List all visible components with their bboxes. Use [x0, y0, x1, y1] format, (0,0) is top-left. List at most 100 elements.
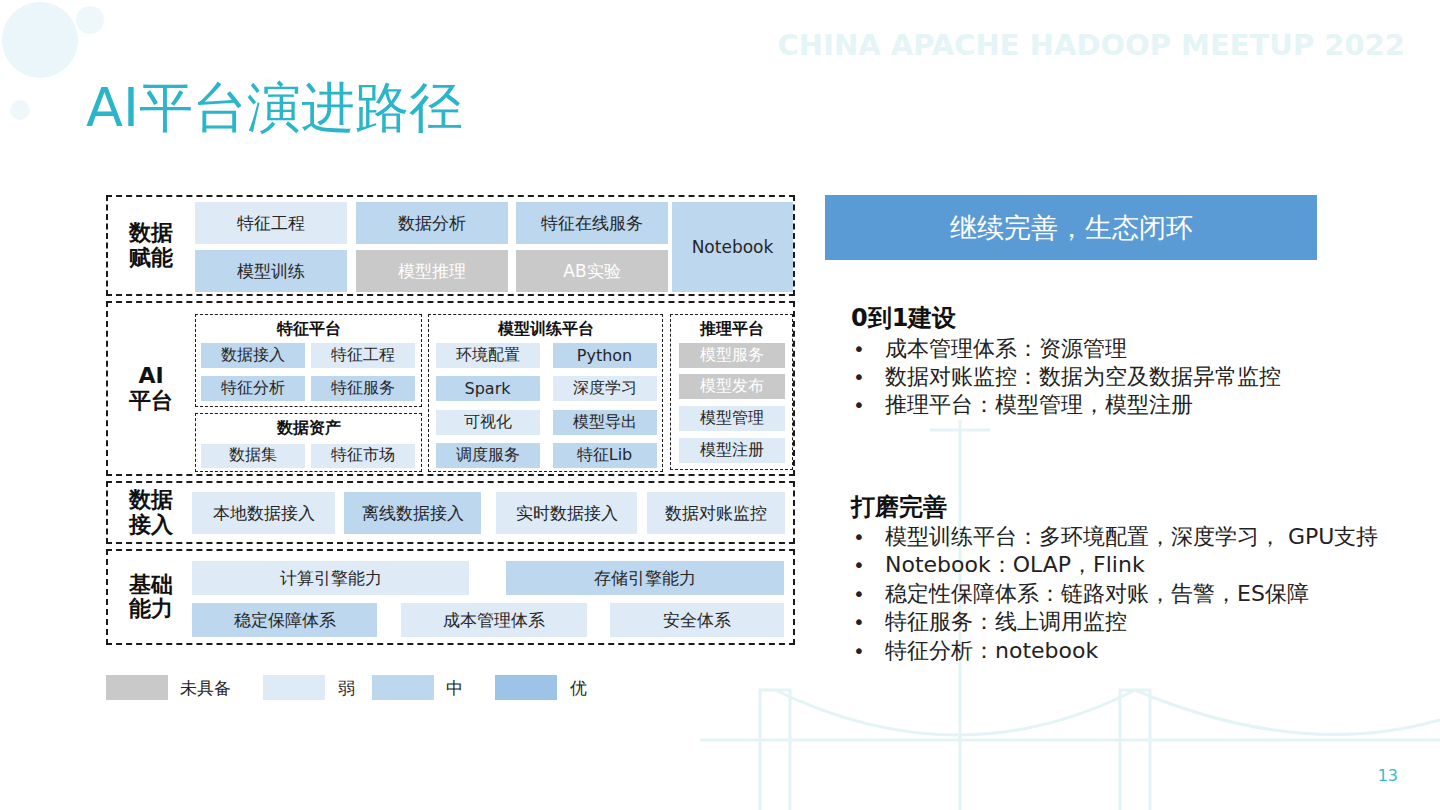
capability-box: 模型注册: [679, 438, 785, 463]
note-text: 成本管理体系：资源管理: [885, 334, 1127, 364]
bullet: •: [853, 393, 865, 417]
capability-box: 安全体系: [610, 603, 784, 637]
platform-group: 特征平台数据接入 特征工程特征分析 特征服务: [195, 314, 422, 407]
capability-box: 存储引擎能力: [506, 561, 784, 595]
box-label: 模型管理: [700, 408, 764, 429]
box-label: 环境配置: [456, 345, 520, 366]
capability-box: Python: [553, 343, 657, 368]
capability-box: 模型发布: [679, 374, 785, 399]
capability-box: 数据集: [201, 444, 305, 468]
note-text: 特征服务：线上调用监控: [885, 607, 1127, 637]
platform-group: 推理平台模型服务模型发布模型管理模型注册: [670, 314, 793, 470]
legend-text: 弱: [338, 677, 355, 700]
capability-box: 特征市场: [311, 444, 415, 468]
box-label: 深度学习: [573, 378, 637, 399]
group-title: 模型训练平台: [429, 319, 662, 340]
box-label: 计算引擎能力: [280, 567, 382, 590]
capability-box: 特征工程: [311, 343, 415, 368]
slide-title: AI平台演进路径: [86, 72, 463, 145]
header-box: 继续完善，生态闭环: [825, 195, 1317, 260]
box-label: 调度服务: [456, 445, 520, 466]
capability-box: 特征Lib: [553, 443, 657, 468]
box-label: 特征分析: [221, 378, 285, 399]
bullet: •: [853, 582, 865, 606]
capability-box: 特征分析: [201, 376, 305, 401]
capability-box: 模型管理: [679, 406, 785, 431]
capability-box: 数据接入: [201, 343, 305, 368]
box-label: 模型服务: [700, 345, 764, 366]
box-label: 特征工程: [237, 212, 305, 235]
watermark: CHINA APACHE HADOOP MEETUP 2022: [778, 28, 1405, 62]
box-label: Python: [577, 346, 632, 365]
box-label: 离线数据接入: [362, 502, 464, 525]
bullet: •: [853, 553, 865, 577]
capability-box: AB实验: [516, 250, 668, 292]
capability-box: 本地数据接入: [192, 492, 335, 534]
layer-label-area: 基础能力: [108, 551, 194, 643]
box-label: 稳定保障体系: [234, 609, 336, 632]
capability-box: Spark: [436, 376, 540, 401]
box-label: 特征市场: [331, 445, 395, 466]
layer-label: AI平台: [128, 364, 174, 412]
note-text: 推理平台：模型管理，模型注册: [885, 390, 1193, 420]
box-label: 模型发布: [700, 376, 764, 397]
box-label: AB实验: [563, 260, 620, 283]
box-label: 特征服务: [331, 378, 395, 399]
layer-band: AI平台 特征平台数据接入 特征工程特征分析 特征服务数据资产数据集 特征市场 模型训练平…: [106, 301, 795, 476]
box-label: 成本管理体系: [443, 609, 545, 632]
capability-box: 成本管理体系: [401, 603, 587, 637]
note-text: 稳定性保障体系：链路对账，告警，ES保障: [885, 579, 1309, 609]
layer-label: 基础能力: [128, 573, 174, 621]
note-text: Notebook：OLAP，Flink: [885, 550, 1145, 580]
legend-swatch: [372, 675, 434, 700]
box-label: 特征在线服务: [541, 212, 643, 235]
note-text: 模型训练平台：多环境配置，深度学习， GPU支持: [885, 522, 1378, 552]
bullet: •: [853, 337, 865, 361]
ink-splash: [2, 2, 78, 78]
legend-text: 中: [446, 677, 463, 700]
bullet: •: [853, 365, 865, 389]
capability-box: 数据对账监控: [647, 492, 785, 534]
layer-label-area: 数据接入: [108, 483, 194, 542]
capability-box: 模型训练: [195, 250, 347, 292]
capability-box: 数据分析: [356, 202, 508, 244]
note-text: 0到1建设: [851, 302, 956, 334]
capability-box: 实时数据接入: [496, 492, 637, 534]
box-label: 特征Lib: [577, 445, 633, 466]
capability-box: 稳定保障体系: [192, 603, 377, 637]
box-label: 存储引擎能力: [594, 567, 696, 590]
capability-box: 深度学习: [553, 376, 657, 401]
bullet: •: [853, 610, 865, 634]
capability-box: 模型服务: [679, 343, 785, 368]
bullet: •: [853, 525, 865, 549]
box-label: 数据接入: [221, 345, 285, 366]
box-label: 数据对账监控: [665, 502, 767, 525]
box-label: 模型训练: [237, 260, 305, 283]
layer-label: 数据赋能: [128, 221, 174, 269]
box-label: Notebook: [692, 237, 774, 257]
layer-label-area: AI平台: [108, 303, 194, 474]
legend-text: 优: [570, 677, 587, 700]
legend-swatch: [106, 675, 168, 700]
group-title: 数据资产: [196, 418, 421, 439]
note-text: 数据对账监控：数据为空及数据异常监控: [885, 362, 1281, 392]
layer-label: 数据接入: [128, 488, 174, 536]
box-label: Spark: [465, 379, 511, 398]
capability-box: Notebook: [672, 202, 793, 292]
capability-box: 模型推理: [356, 250, 508, 292]
capability-box: 特征工程: [195, 202, 347, 244]
box-label: 继续完善，生态闭环: [950, 210, 1193, 246]
capability-box: 计算引擎能力: [192, 561, 469, 595]
ink-splash: [76, 6, 104, 34]
note-text: 打磨完善: [851, 491, 947, 523]
capability-box: 特征在线服务: [516, 202, 668, 244]
box-label: 本地数据接入: [213, 502, 315, 525]
group-title: 推理平台: [671, 319, 792, 340]
box-label: 可视化: [464, 412, 512, 433]
capability-box: 可视化: [436, 410, 540, 435]
box-label: 模型注册: [700, 440, 764, 461]
group-title: 特征平台: [196, 319, 421, 340]
platform-group: 模型训练平台环境配置PythonSpark深度学习可视化模型导出调度服务特征Li…: [428, 314, 663, 472]
legend-swatch: [263, 675, 325, 700]
page-number: 13: [1378, 766, 1398, 785]
